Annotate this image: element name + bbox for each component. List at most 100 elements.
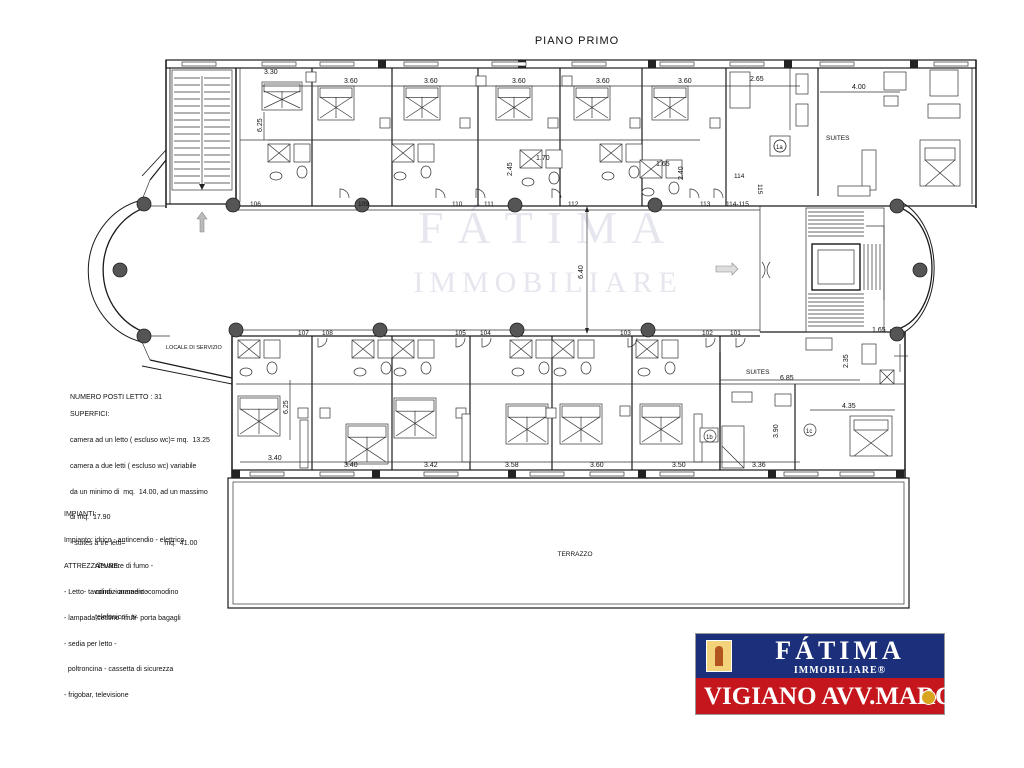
window [571,61,607,67]
nightstand [297,407,309,419]
door-swing [551,188,562,199]
bed-icon [573,85,611,121]
bathroom-fixtures [267,143,311,181]
door-swing [627,337,638,348]
bed-pillow [575,87,609,98]
toilet [420,165,432,179]
dim-2-40: 2.40 [678,166,685,180]
dim-top-7: 2.65 [750,76,764,83]
bathroom-fixtures [639,159,683,197]
terrazzo-label: TERRAZZO [557,551,592,558]
outer-walls [165,59,977,609]
toilet [664,361,676,375]
window [659,61,695,67]
dim-bottom-1: 3.40 [268,455,282,462]
bed-pillow [347,425,387,438]
nightstand [475,75,487,87]
suites-label-top: SUITES [826,135,850,142]
impianti-block: IMPIANTI: Impianto: idrico - antincendio… [64,494,184,632]
direction-arrows [196,211,771,279]
room-number-101: 101 [730,330,741,337]
toilet-box [417,143,435,163]
dim-bottom-7: 3.36 [752,462,766,469]
tag-1b: 1b [706,435,713,441]
room-number-107: 107 [298,330,309,337]
wardrobe [729,71,751,109]
structural-pillars [112,60,928,478]
toilet-box [625,143,643,163]
door-swing [435,188,446,199]
tag-1c: 1c [806,429,812,435]
sink [239,367,253,377]
fatima-emblem-icon [706,640,732,672]
dim-bottom-4: 3.58 [505,462,519,469]
shower-line [509,339,533,359]
window [933,61,969,67]
superfici-line: di mq. 17.90 [70,514,111,522]
dim-3-90: 3.90 [773,424,780,438]
facade-windows [181,61,969,477]
door-swing [689,188,700,199]
dim-6-40: 6.40 [578,265,585,279]
room-number-104: 104 [480,330,491,337]
toilet [380,361,392,375]
dim-top-1: 3.30 [264,69,278,76]
dim-bottom-5: 3.60 [590,462,604,469]
bed-pillow [561,405,601,418]
watermark-brand: FÁTIMA [418,202,678,253]
nightstand [319,407,331,419]
shower-line [237,339,261,359]
shower-line [391,339,415,359]
sink [393,171,407,181]
toilet-box [293,143,311,163]
sink [353,367,367,377]
bathroom-fixtures [599,143,643,181]
room-number-105: 105 [455,330,466,337]
bottom-room-furniture [237,337,746,469]
bed-icon [505,403,549,445]
bed-icon [317,85,355,121]
bed-icon [261,81,303,111]
top-room-furniture [261,71,751,199]
logo-top-band [696,634,944,678]
nightstand [379,117,391,129]
bathroom-fixtures [509,339,553,377]
bed-pillow [653,87,687,98]
left-rotunda [87,149,233,385]
window [529,471,565,477]
door-swing [317,337,328,348]
notes-block: NUMERO POSTI LETTO : 31 [70,377,162,411]
locale-servizio-label: LOCALE DI SERVIZIO [166,345,223,351]
room-number-112: 112 [568,201,579,208]
dim-4-35: 4.35 [842,403,856,410]
staircase-right [805,207,885,333]
bed-pillow [507,405,547,418]
shower-line [551,339,575,359]
plan-title: PIANO PRIMO [535,35,619,47]
toilet [296,165,308,179]
window [249,471,285,477]
toilet [628,165,640,179]
dim-6-85: 6.85 [780,375,794,382]
window [659,471,695,477]
dim-6-25-top: 6.25 [257,118,264,132]
bathroom-fixtures [391,143,435,181]
room-number-106: 106 [250,201,261,208]
logo-brand: FÁTIMA [775,636,905,665]
dim-top-2: 3.60 [344,78,358,85]
room-number-108: 108 [322,330,333,337]
bed-pillow [395,399,435,412]
shower-line [267,143,291,163]
top-room-walls [240,68,727,206]
door-swing [705,337,716,348]
watermark-subtitle: IMMOBILIARE [413,266,682,299]
toilet-box [377,339,395,359]
toilet [548,171,560,185]
sink [393,367,407,377]
suites-label-bottom: SUITES [746,369,770,376]
toilet [538,361,550,375]
bed-icon [559,403,603,445]
seal-icon [921,690,936,705]
shower-line [391,143,415,163]
bed-icon [403,85,441,121]
